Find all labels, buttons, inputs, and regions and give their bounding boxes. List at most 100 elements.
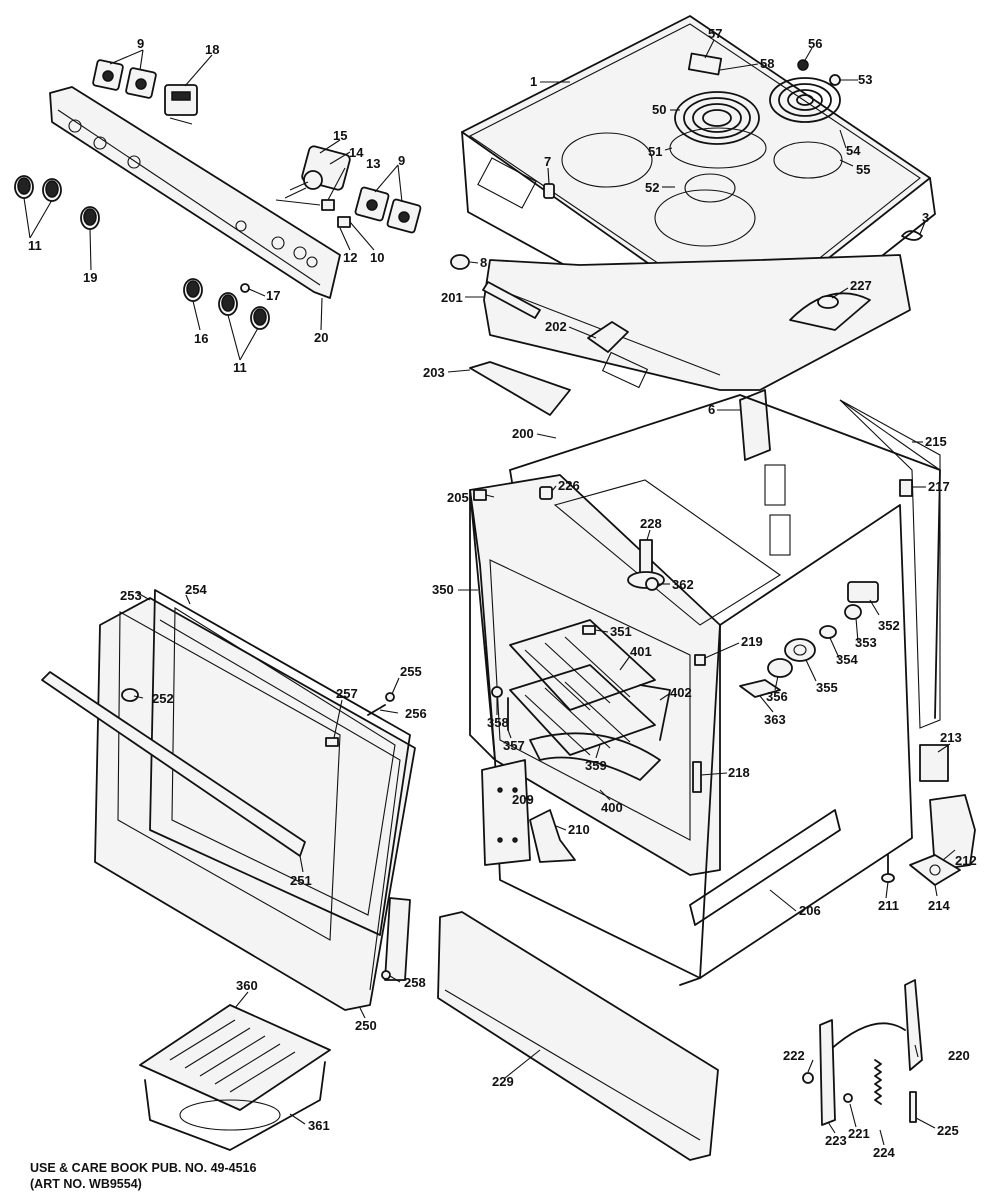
callout-18: 18 bbox=[205, 42, 219, 57]
callout-20: 20 bbox=[314, 330, 328, 345]
callout-222: 222 bbox=[783, 1048, 805, 1063]
small-switch-12 bbox=[337, 216, 351, 228]
callout-250: 250 bbox=[355, 1018, 377, 1033]
terminal-block bbox=[275, 199, 335, 211]
callout-9b: 9 bbox=[398, 153, 405, 168]
receptacle-53 bbox=[829, 74, 841, 86]
callout-209: 209 bbox=[512, 792, 534, 807]
callout-58: 58 bbox=[760, 56, 774, 71]
side-panel-215 bbox=[839, 399, 941, 729]
clip-226 bbox=[539, 486, 553, 500]
broil-element-359 bbox=[529, 732, 661, 781]
callout-401: 401 bbox=[630, 644, 652, 659]
leader-lines bbox=[23, 39, 956, 1146]
callout-53: 53 bbox=[858, 72, 872, 87]
oven-racks bbox=[509, 619, 656, 756]
screw-258 bbox=[381, 970, 391, 980]
element-terminal-56 bbox=[797, 59, 809, 71]
callout-213: 213 bbox=[940, 730, 962, 745]
callout-17: 17 bbox=[266, 288, 280, 303]
callout-224: 224 bbox=[873, 1145, 895, 1160]
door-hinge-220 bbox=[829, 979, 923, 1071]
callout-350: 350 bbox=[432, 582, 454, 597]
callout-200: 200 bbox=[512, 426, 534, 441]
callout-203: 203 bbox=[423, 365, 445, 380]
callout-12: 12 bbox=[343, 250, 357, 265]
callout-252: 252 bbox=[152, 691, 174, 706]
duct-202 bbox=[587, 321, 629, 353]
element-clip-358 bbox=[491, 686, 503, 698]
knob-16 bbox=[183, 278, 203, 302]
oven-door-outer-250 bbox=[94, 597, 416, 1011]
hinge-pin-225 bbox=[909, 1091, 917, 1123]
terminal-block-213 bbox=[919, 744, 949, 782]
door-hinge-plate bbox=[384, 897, 411, 981]
bracket-214 bbox=[909, 854, 961, 886]
callout-54: 54 bbox=[846, 143, 861, 158]
bracket-6 bbox=[739, 389, 771, 461]
callout-229: 229 bbox=[492, 1074, 514, 1089]
callout-257: 257 bbox=[336, 686, 358, 701]
broiler-pan-grid-360 bbox=[139, 1004, 331, 1111]
door-glass-253 bbox=[117, 611, 341, 941]
oven-light-socket-353 bbox=[844, 604, 862, 620]
hinge-receptacle-218 bbox=[692, 761, 702, 793]
knob-19 bbox=[80, 206, 100, 230]
callout-219: 219 bbox=[741, 634, 763, 649]
hinge-arm-223 bbox=[819, 1019, 836, 1126]
hinge-3 bbox=[901, 230, 923, 241]
hinge-spring-224 bbox=[874, 1059, 882, 1105]
callout-220: 220 bbox=[948, 1048, 970, 1063]
bulb-354 bbox=[819, 625, 837, 639]
callout-11b: 11 bbox=[233, 360, 247, 375]
callout-253: 253 bbox=[120, 588, 142, 603]
vent-shield-203 bbox=[469, 361, 571, 416]
callout-51: 51 bbox=[648, 144, 662, 159]
door-hinge-clip-257 bbox=[325, 737, 339, 747]
callout-211: 211 bbox=[878, 898, 899, 913]
use-care-book-pub-number: USE & CARE BOOK PUB. NO. 49-4516 bbox=[30, 1161, 257, 1175]
callout-360: 360 bbox=[236, 978, 258, 993]
callout-255: 255 bbox=[400, 664, 422, 679]
callout-359: 359 bbox=[585, 758, 607, 773]
knob-group-left bbox=[14, 175, 62, 202]
storage-drawer-panel-229 bbox=[437, 911, 719, 1161]
callout-353: 353 bbox=[855, 635, 877, 650]
bracket-209 bbox=[481, 759, 531, 866]
callout-52: 52 bbox=[645, 180, 659, 195]
callout-228: 228 bbox=[640, 516, 662, 531]
thermo-bulb-363 bbox=[739, 679, 781, 698]
bracket-205 bbox=[473, 489, 487, 501]
door-handle-end-252 bbox=[121, 688, 139, 702]
door-handle-251 bbox=[41, 671, 306, 857]
callout-214: 214 bbox=[928, 898, 950, 913]
callout-50: 50 bbox=[652, 102, 666, 117]
callout-352: 352 bbox=[878, 618, 900, 633]
callout-8: 8 bbox=[480, 255, 487, 270]
surface-element-large bbox=[669, 91, 767, 169]
callout-217: 217 bbox=[928, 479, 950, 494]
callout-223: 223 bbox=[825, 1133, 847, 1148]
callout-357: 357 bbox=[503, 738, 525, 753]
footer-text: USE & CARE BOOK PUB. NO. 49-4516 (ART NO… bbox=[30, 1160, 256, 1192]
callout-251: 251 bbox=[290, 873, 312, 888]
callout-362: 362 bbox=[672, 577, 694, 592]
callout-256: 256 bbox=[405, 706, 427, 721]
callout-56: 56 bbox=[808, 36, 822, 51]
callout-11a: 11 bbox=[28, 238, 42, 253]
callout-402: 402 bbox=[670, 685, 692, 700]
bottom-drawer-rail-206 bbox=[689, 809, 841, 926]
trim-201 bbox=[482, 281, 541, 319]
knob-group-bottom bbox=[218, 292, 270, 330]
callout-212: 212 bbox=[955, 853, 977, 868]
screw-8 bbox=[450, 254, 470, 270]
callout-6: 6 bbox=[708, 402, 715, 417]
callout-351: 351 bbox=[610, 624, 632, 639]
callout-16: 16 bbox=[194, 331, 208, 346]
timer-assembly bbox=[284, 145, 351, 199]
hinge-receptacle-219 bbox=[694, 654, 706, 666]
callout-225: 225 bbox=[937, 1123, 959, 1138]
callout-258: 258 bbox=[404, 975, 426, 990]
callout-9a: 9 bbox=[137, 36, 144, 51]
